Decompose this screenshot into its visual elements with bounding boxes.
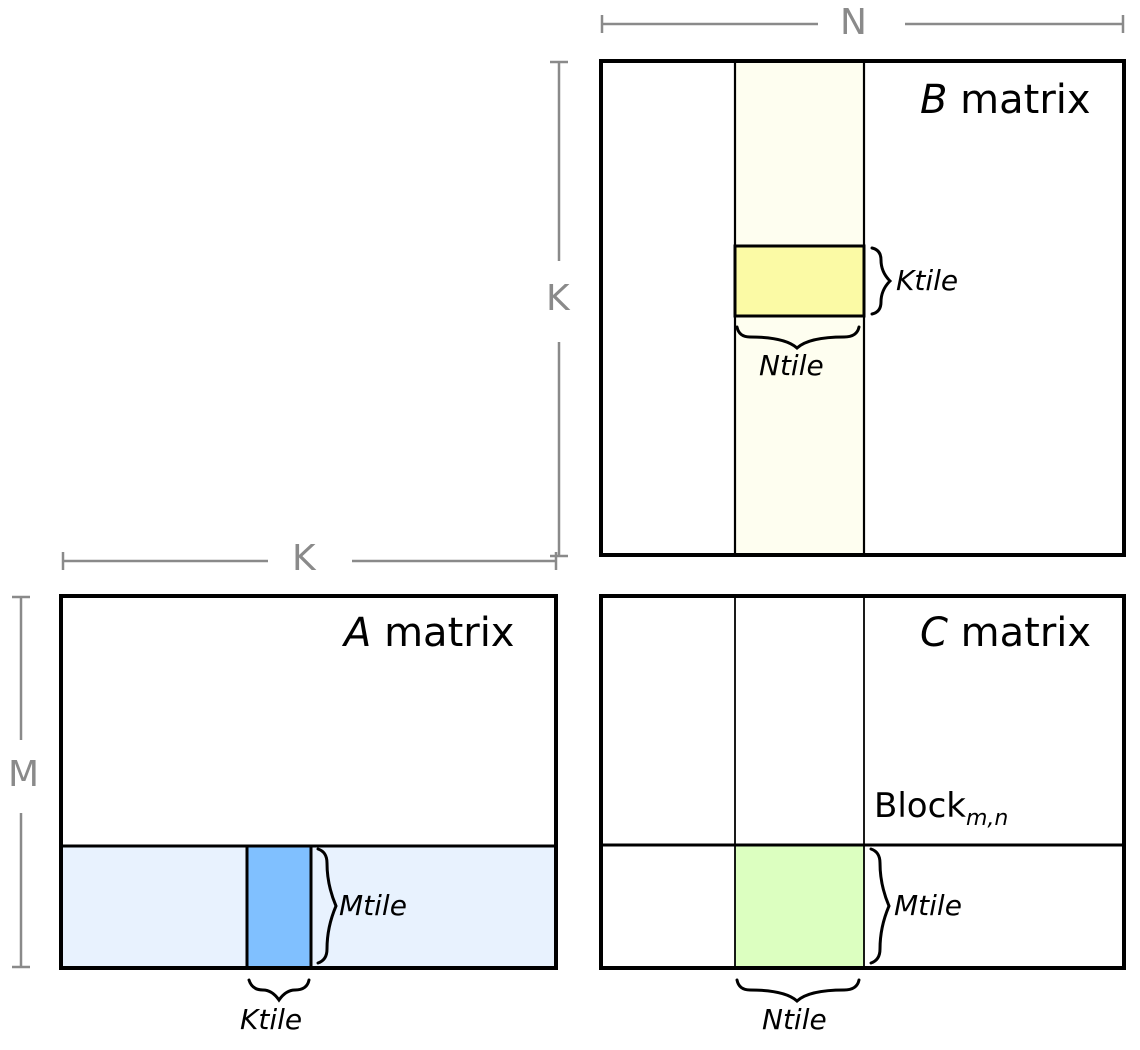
a-matrix-ktile-brace [247, 978, 311, 1003]
dimension-label-n: N [840, 2, 867, 43]
b-matrix [599, 59, 1126, 557]
c-matrix-mtile-label: Mtile [894, 889, 962, 922]
dimension-line-k-vertical [550, 60, 568, 558]
dimension-label-k-vertical: K [546, 278, 570, 319]
block-annotation-text: Block [874, 786, 966, 826]
a-matrix-mtile-brace [316, 847, 338, 965]
c-matrix [599, 594, 1126, 970]
c-matrix-ntile-brace [735, 978, 861, 1004]
a-matrix-label-symbol: A [344, 610, 372, 656]
a-matrix-label-text: matrix [371, 610, 515, 656]
b-matrix-ntile-brace [735, 325, 861, 351]
c-matrix-label: C matrix [920, 613, 1091, 653]
a-matrix-label: A matrix [344, 613, 514, 653]
c-matrix-mtile-brace [869, 847, 891, 965]
c-matrix-label-text: matrix [947, 610, 1092, 656]
a-matrix-tile [245, 844, 313, 970]
c-matrix-tile [735, 846, 864, 968]
block-annotation: Blockm,n [874, 789, 1008, 830]
b-matrix-tile [733, 244, 866, 318]
b-matrix-label-text: matrix [947, 77, 1091, 123]
dimension-label-m: M [8, 754, 40, 795]
block-annotation-subscript: m,n [965, 805, 1009, 831]
a-matrix [59, 594, 558, 970]
b-matrix-ktile-label: Ktile [896, 264, 959, 297]
c-matrix-label-symbol: C [920, 610, 948, 656]
dimension-line-m [12, 595, 30, 969]
b-matrix-ntile-label: Ntile [759, 349, 824, 382]
dimension-line-n [600, 15, 1125, 33]
a-matrix-mtile-label: Mtile [339, 889, 407, 922]
b-matrix-ktile-brace [870, 246, 893, 316]
b-matrix-label-symbol: B [920, 77, 948, 123]
dimension-label-k-horizontal: K [292, 538, 316, 579]
b-matrix-label: B matrix [920, 80, 1091, 120]
c-matrix-ntile-label: Ntile [762, 1003, 827, 1036]
a-matrix-ktile-label: Ktile [240, 1003, 303, 1036]
dimension-line-k-horizontal [61, 552, 558, 570]
